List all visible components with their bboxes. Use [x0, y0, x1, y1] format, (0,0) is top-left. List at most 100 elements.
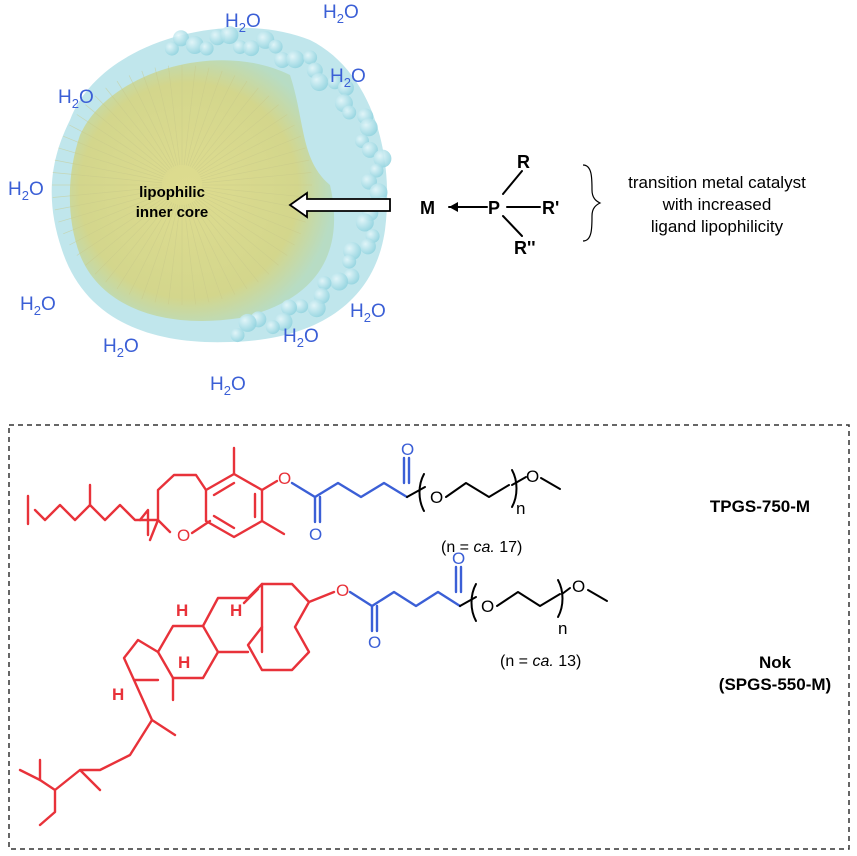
tail-line [69, 124, 165, 176]
headgroup-bead [342, 105, 357, 120]
catalyst-desc-line3: ligand lipophilicity [651, 217, 784, 236]
tail-line [183, 204, 196, 305]
tail-line [183, 65, 196, 166]
metal-atom: M [420, 198, 435, 218]
headgroup-bead [373, 149, 392, 168]
tail-line [54, 188, 163, 211]
tpgs-name: TPGS-750-M [710, 497, 810, 516]
headgroup-bead [286, 50, 305, 69]
core-label-line1: lipophilic [139, 184, 205, 201]
tail-line [191, 80, 248, 168]
tail-line [187, 203, 223, 300]
headgroup-bead [359, 118, 378, 137]
ring-d [122, 638, 160, 682]
peg-end [511, 476, 527, 486]
headgroup-bead [164, 41, 179, 56]
tail-line [58, 190, 164, 223]
headgroup-bead [281, 299, 297, 316]
headgroup-bead [337, 79, 354, 96]
water-label: H2O [103, 336, 139, 360]
phosphorus-atom: P [488, 198, 500, 218]
chroman-ring [156, 473, 208, 534]
headgroup-bead [361, 141, 378, 158]
tail-line [201, 159, 310, 182]
tail-line [52, 186, 163, 198]
hydrogen-atom: H [112, 685, 124, 704]
nok-name-line2: (SPGS-550-M) [719, 675, 831, 694]
arrowhead-icon [449, 202, 458, 212]
headgroup-bead [185, 36, 204, 54]
peg-oxygen: O [481, 597, 494, 616]
headgroup-bead [317, 276, 332, 291]
water-label: H2O [330, 66, 366, 90]
peg-bracket-left [418, 473, 425, 512]
hydrogen-atom: H [176, 601, 188, 620]
tail-line [141, 203, 177, 300]
micelle-tails [52, 65, 312, 305]
carbonyl-1 [370, 604, 379, 633]
tail-line [191, 202, 248, 290]
ring-bond [190, 519, 212, 535]
alkene [242, 582, 264, 605]
nok-name-line1: Nok [759, 653, 792, 672]
headgroup-bead [369, 183, 388, 202]
tail-line [63, 192, 164, 235]
tail-line [58, 147, 164, 180]
water-label: H2O [58, 87, 94, 111]
methyl-group [587, 589, 608, 602]
carbonyl-oxygen-2: O [452, 549, 465, 568]
surfactant-panel [8, 424, 850, 850]
water-label: H2O [323, 2, 359, 26]
headgroup-bead [233, 40, 247, 55]
headgroup-bead [199, 41, 214, 56]
substituent-r1: R' [542, 198, 559, 218]
water-label: H2O [210, 374, 246, 398]
tail-line [201, 172, 312, 184]
bracket-right [138, 508, 150, 537]
tail-line [94, 199, 169, 275]
headgroup-bead [303, 50, 318, 65]
headgroup-bead [294, 299, 309, 314]
tail-line [199, 194, 295, 246]
headgroup-bead [307, 299, 326, 318]
succinate-chain [348, 590, 462, 608]
headgroup-bead [238, 313, 257, 332]
tail-line [154, 204, 179, 303]
tail-line [116, 202, 173, 290]
tail-line [54, 159, 163, 182]
headgroup-bead [369, 163, 384, 178]
water-label: H2O [20, 294, 56, 318]
tail-line [154, 67, 179, 166]
tail-line [128, 75, 175, 167]
headgroup-bead [243, 40, 260, 57]
tail-line [193, 200, 259, 283]
ester-oxygen: O [278, 469, 291, 488]
tail-line [141, 70, 177, 167]
tail-line [105, 87, 171, 170]
aromatic-double-bonds [212, 481, 257, 530]
headgroup-bead [274, 52, 291, 68]
hydrogen-atom: H [178, 653, 190, 672]
tail-line [189, 75, 236, 167]
catalyst-desc-line2: with increased [662, 195, 772, 214]
aryl-o-bond [260, 479, 279, 492]
headgroup-bead [230, 328, 245, 343]
aryl-methyl-right [260, 519, 286, 536]
headgroup-bead [173, 30, 189, 47]
peg-link [459, 596, 477, 607]
tail-line [85, 198, 168, 266]
catalyst-desc-line1: transition metal catalyst [628, 173, 806, 192]
peg-oxygen: O [430, 488, 443, 507]
tail-line [196, 198, 279, 266]
hollow-arrow-icon [288, 191, 391, 219]
tail-line [63, 135, 164, 178]
chroman-methyl [148, 518, 160, 542]
catalyst-structure: M P R R' R'' transition metal catalyst w… [420, 152, 806, 258]
tail-line [200, 190, 306, 223]
headgroup-bead [330, 272, 349, 291]
headgroup-bead [359, 238, 376, 255]
peg-bracket-right [511, 469, 518, 508]
phytyl-chain [33, 503, 142, 522]
peg-end [561, 587, 571, 595]
nok-n-note: (n = ca. 13) [500, 653, 581, 670]
